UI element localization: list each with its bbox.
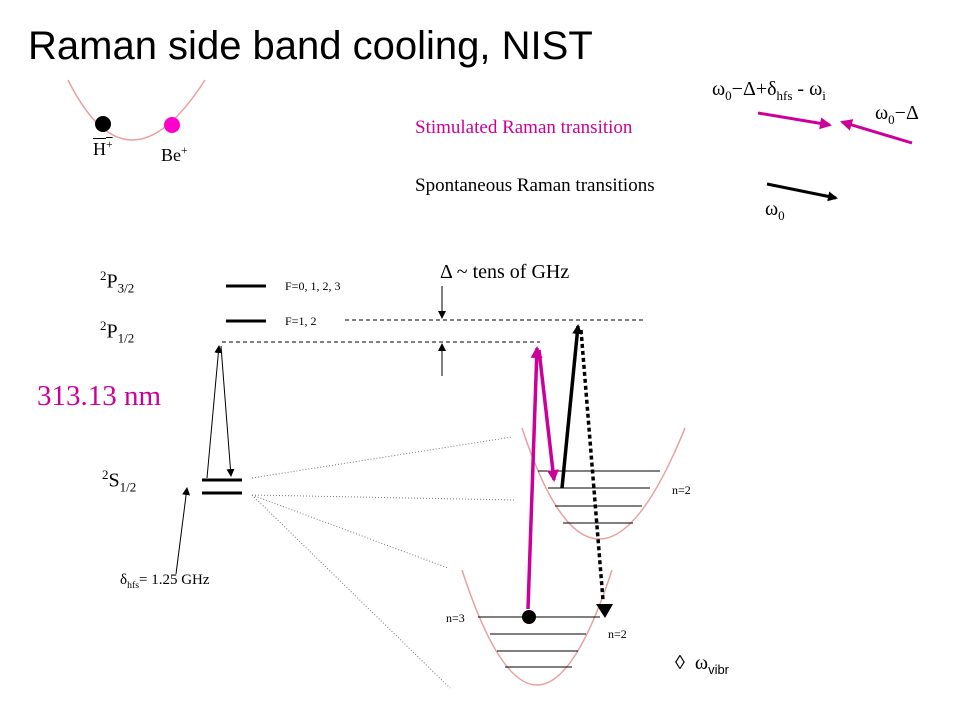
uv-arrow-down [220, 345, 235, 477]
vibrational-frequency-label: ◊ ωvibr [675, 652, 730, 677]
ion-trap-curve [67, 79, 206, 141]
beam1-frequency-label: ω0−Δ+δhfs - ωi [712, 78, 826, 103]
beam3-arrow [766, 182, 838, 202]
p32-f-label: F=0, 1, 2, 3 [285, 279, 341, 293]
upper-well-n-label: n=2 [672, 483, 691, 497]
spontaneous-raman-label: Spontaneous Raman transitions [415, 175, 655, 196]
s12-term-label: 2S1/2 [102, 467, 137, 495]
uv-arrow-up [206, 345, 223, 479]
hbar-ion-dot [95, 116, 111, 132]
p12-term-label: 2P1/2 [100, 318, 135, 346]
fan-line-2 [251, 494, 515, 501]
hfs-pointer-arrow [175, 487, 191, 575]
hbar-ion-label: H+ [93, 138, 113, 159]
repump-up-arrow [560, 324, 583, 489]
beam1-arrow [757, 111, 832, 130]
spontaneous-decay-arrowhead [596, 604, 613, 618]
stimulated-raman-label: Stimulated Raman transition [415, 117, 633, 138]
beam2-frequency-label: ω0−Δ [875, 102, 919, 127]
page-title: Raman side band cooling, NIST [28, 24, 593, 68]
beam2-arrow [840, 119, 913, 145]
p12-f-label: F=1, 2 [285, 314, 317, 328]
fan-line-1 [251, 436, 513, 479]
detuning-label: Δ ~ tens of GHz [440, 261, 570, 283]
lower-well-n3-label: n=3 [446, 611, 465, 625]
wavelength-label: 313.13 nm [37, 380, 162, 412]
fan-line-4 [251, 494, 451, 689]
upper-vibrational-well [521, 427, 686, 540]
raman-up-arrow [526, 346, 543, 610]
be-ion-dot [164, 117, 180, 133]
hfs-splitting-label: δhfs= 1.25 GHz [120, 572, 210, 591]
spontaneous-decay-arrow [579, 329, 605, 601]
population-dot [522, 610, 536, 624]
beam3-frequency-label: ω0 [765, 198, 785, 223]
raman-down-arrow [537, 349, 559, 482]
p32-term-label: 2P3/2 [100, 268, 135, 296]
lower-vibrational-well [461, 569, 613, 686]
fan-line-3 [251, 494, 449, 569]
be-ion-label: Be+ [161, 144, 188, 165]
lower-well-n2-label: n=2 [608, 627, 627, 641]
